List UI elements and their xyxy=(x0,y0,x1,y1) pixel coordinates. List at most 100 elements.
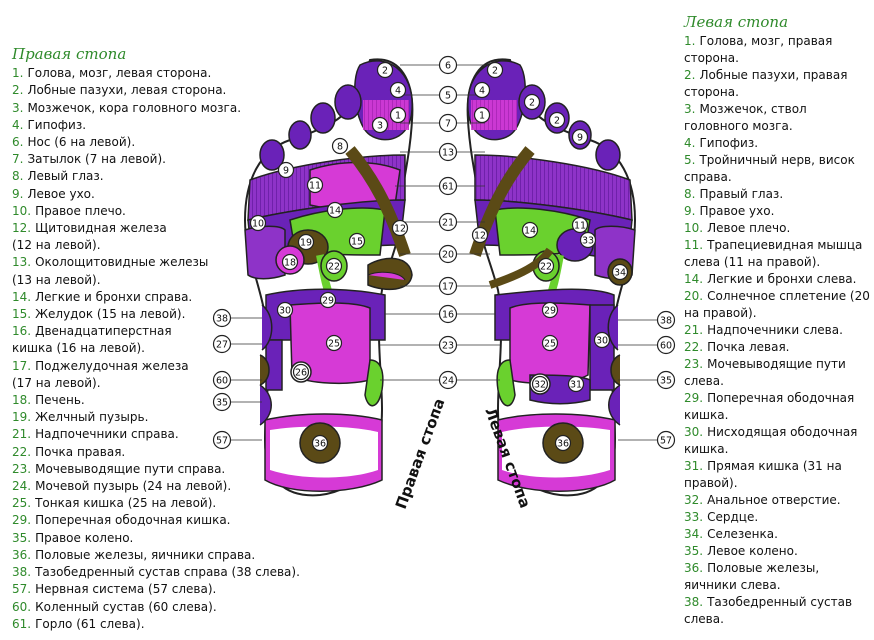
right-toe-2 xyxy=(334,84,362,120)
zone-number-36-left: 36 xyxy=(554,434,572,452)
legend-item-number: 10. xyxy=(684,221,704,235)
legend-item-text: Надпочечники справа. xyxy=(35,427,179,442)
legend-item-text: Легкие и бронхи слева. xyxy=(707,272,857,286)
center-number-7: 7 xyxy=(438,113,458,133)
svg-text:21: 21 xyxy=(442,218,454,229)
legend-item-number: 57. xyxy=(12,582,32,597)
zone-number-25-left: 25 xyxy=(541,334,559,352)
svg-text:1: 1 xyxy=(395,111,401,122)
zone-number-22: 22 xyxy=(325,257,343,275)
legend-item: 23.Мочевыводящие пути слева. xyxy=(684,356,870,390)
center-number-13: 13 xyxy=(438,142,458,162)
zone-number-9: 9 xyxy=(277,161,295,179)
legend-item: 10.Левое плечо. xyxy=(684,220,870,237)
svg-text:32: 32 xyxy=(534,380,546,391)
zone-number-1-left: 1 xyxy=(473,106,491,124)
legend-item-number: 18. xyxy=(12,393,32,408)
svg-text:30: 30 xyxy=(279,306,291,317)
legend-item-number: 36. xyxy=(684,561,704,575)
legend-item-number: 36. xyxy=(12,547,32,562)
zone-number-14: 14 xyxy=(326,201,344,219)
legend-item: 13.Околощитовидные железы xyxy=(12,254,267,271)
legend-item-number: 8. xyxy=(684,187,696,201)
zone-number-25: 25 xyxy=(325,334,343,352)
zone-number-36: 36 xyxy=(311,434,329,452)
svg-text:15: 15 xyxy=(351,237,363,248)
zone-number-15: 15 xyxy=(348,232,366,250)
svg-text:34: 34 xyxy=(614,268,626,279)
legend-item: 60.Коленный сустав (60 слева). xyxy=(12,599,267,616)
legend-item-text: Тазобедренный сустав справа (38 слева). xyxy=(35,565,300,580)
legend-item-text: кишка (16 на левой). xyxy=(12,341,145,356)
left-zone-17 xyxy=(488,247,554,289)
legend-item-number: 29. xyxy=(12,513,32,528)
svg-text:16: 16 xyxy=(442,310,454,321)
svg-text:19: 19 xyxy=(300,238,312,249)
right-foot-legend-title: Правая стопа xyxy=(12,45,127,63)
legend-item-text: Нервная система (57 слева). xyxy=(35,582,217,597)
zone-number-19: 19 xyxy=(297,233,315,251)
right-side-35 xyxy=(259,384,272,426)
legend-item-text: Поджелудочная железа xyxy=(35,358,189,373)
legend-item-number: 19. xyxy=(12,410,32,425)
svg-text:22: 22 xyxy=(328,262,340,273)
legend-item: 33.Сердце. xyxy=(684,509,870,526)
legend-item-text: Правое ухо. xyxy=(699,204,775,218)
svg-text:38: 38 xyxy=(216,314,228,325)
legend-item-text: Печень. xyxy=(35,393,85,408)
legend-item-number: 5. xyxy=(684,153,696,167)
legend-item: 61.Горло (61 слева). xyxy=(12,616,267,633)
legend-item-text: Лобные пазухи, левая сторона. xyxy=(27,83,227,98)
svg-text:17: 17 xyxy=(442,282,454,293)
zone-number-31: 31 xyxy=(567,375,585,393)
right-bladder-24 xyxy=(364,359,384,407)
zone-number-29-left: 29 xyxy=(541,301,559,319)
legend-item: (12 на левой). xyxy=(12,237,267,254)
zone-number-3: 3 xyxy=(371,116,389,134)
left-foot-legend-title: Левая стопа xyxy=(684,13,789,31)
legend-item-number: 14. xyxy=(684,272,704,286)
zone-number-9-left: 9 xyxy=(571,128,589,146)
legend-item: 35.Правое колено. xyxy=(12,530,267,547)
zone-number-32: 32 xyxy=(531,375,549,393)
legend-item-text: Мозжечок, ствол головного мозга. xyxy=(684,102,807,133)
zone-number-11-left: 11 xyxy=(571,216,589,234)
zone-number-33: 33 xyxy=(579,231,597,249)
center-number-61: 61 xyxy=(438,176,458,196)
legend-item-number: 11. xyxy=(684,238,704,252)
center-number-20: 20 xyxy=(438,244,458,264)
svg-text:1: 1 xyxy=(479,111,485,122)
legend-item: 4.Гипофиз. xyxy=(12,117,267,134)
legend-item: 38.Тазобедренный сустав справа (38 слева… xyxy=(12,564,300,581)
legend-item: 17.Поджелудочная железа xyxy=(12,358,267,375)
zone-number-2-left: 2 xyxy=(523,93,541,111)
legend-item: 30.Нисходящая ободочная кишка. xyxy=(684,424,870,458)
right-side-38 xyxy=(261,304,273,351)
legend-item-number: 20. xyxy=(684,289,704,303)
legend-item-number: 15. xyxy=(12,307,32,322)
legend-item-text: Мочевыводящие пути слева. xyxy=(684,357,846,388)
svg-text:6: 6 xyxy=(445,61,451,72)
svg-text:25: 25 xyxy=(328,339,340,350)
legend-item-text: Сердце. xyxy=(707,510,759,524)
center-number-17: 17 xyxy=(438,276,458,296)
legend-item-number: 25. xyxy=(12,496,32,511)
legend-item-text: Надпочечники слева. xyxy=(707,323,843,337)
left-side-number-57: 57 xyxy=(212,430,232,450)
legend-item-number: 38. xyxy=(684,595,704,609)
legend-item-number: 2. xyxy=(12,83,24,98)
zone-number-22-left: 22 xyxy=(537,257,555,275)
legend-item-text: Поперечная ободочная кишка. xyxy=(684,391,855,422)
legend-item-number: 21. xyxy=(684,323,704,337)
zone-number-30: 30 xyxy=(276,301,294,319)
svg-text:57: 57 xyxy=(216,436,228,447)
zone-number-11: 11 xyxy=(306,176,324,194)
legend-item-text: Тазобедренный сустав слева. xyxy=(684,595,853,626)
svg-text:61: 61 xyxy=(442,182,454,193)
legend-item: 16.Двенадцатиперстная xyxy=(12,323,267,340)
zone-number-12: 12 xyxy=(391,219,409,237)
legend-item-text: Левое ухо. xyxy=(27,186,95,201)
right-side-number-60: 60 xyxy=(656,335,676,355)
right-foot-legend: Правая стопа 1.Голова, мозг, левая сторо… xyxy=(12,45,300,633)
